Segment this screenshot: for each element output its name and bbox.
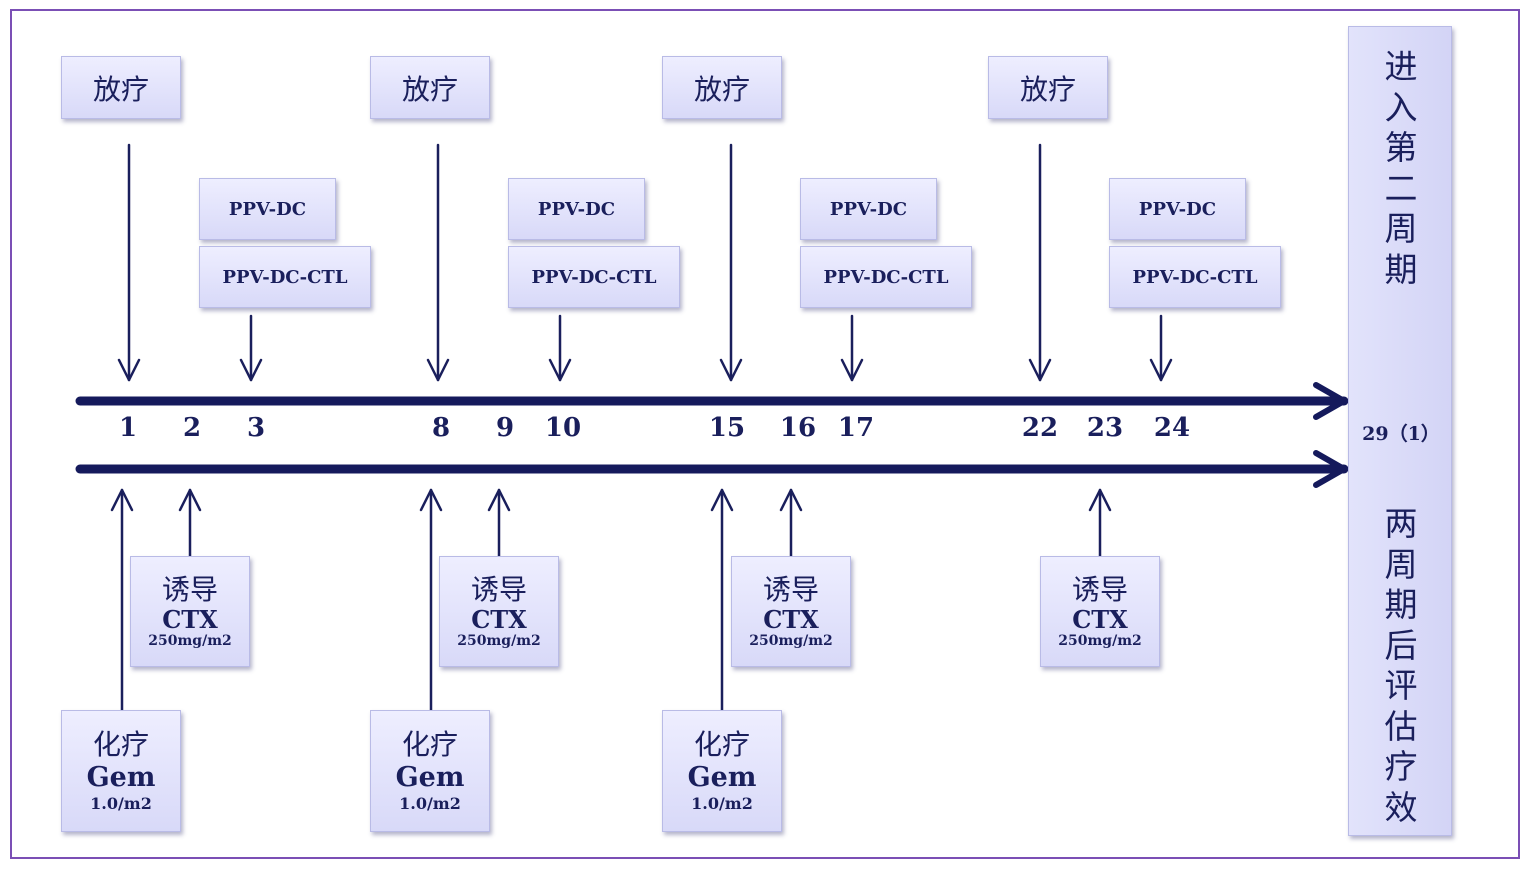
- chemo-dose: 1.0/m2: [691, 794, 753, 814]
- day-label: 23: [1086, 413, 1124, 443]
- up-arrow-day8: [419, 488, 443, 712]
- day-label: 9: [495, 413, 515, 443]
- chemo-label: 化疗: [401, 728, 458, 762]
- radiotherapy-box-day15: 放疗: [662, 56, 782, 119]
- induction-drug: CTX: [763, 604, 819, 634]
- evaluation-text: 两周期后评估疗效: [1384, 504, 1418, 827]
- ppv-dc-ctl-box-2: PPV-DC-CTL: [508, 246, 680, 308]
- ppv-dc-box-4: PPV-DC: [1109, 178, 1246, 240]
- chemo-gem-box-day15: 化疗 Gem 1.0/m2: [662, 710, 782, 832]
- day-label: 10: [544, 413, 582, 443]
- radiotherapy-label: 放疗: [693, 72, 750, 106]
- chemo-dose: 1.0/m2: [90, 794, 152, 814]
- chemo-dose: 1.0/m2: [399, 794, 461, 814]
- down-arrow-day15: [719, 143, 743, 382]
- day-label: 1: [118, 413, 138, 443]
- induction-dose: 250mg/m2: [1058, 633, 1142, 650]
- ppv-dc-box-1: PPV-DC: [199, 178, 336, 240]
- down-arrow-day1: [117, 143, 141, 382]
- timeline-upper: [75, 382, 1349, 420]
- chemo-drug: Gem: [687, 762, 757, 793]
- induction-label: 诱导: [161, 572, 218, 606]
- ppv-dc-ctl-label: PPV-DC-CTL: [531, 266, 657, 288]
- chemo-label: 化疗: [92, 728, 149, 762]
- day-label: 3: [246, 413, 266, 443]
- ppv-dc-label: PPV-DC: [1138, 198, 1217, 220]
- radiotherapy-box-day1: 放疗: [61, 56, 181, 119]
- cycle-end-panel: 进入第二周期 29（1） 两周期后评估疗效: [1348, 26, 1452, 836]
- chemo-gem-box-day1: 化疗 Gem 1.0/m2: [61, 710, 181, 832]
- induction-ctx-box-day2: 诱导 CTX 250mg/m2: [130, 556, 250, 667]
- ppv-dc-ctl-box-4: PPV-DC-CTL: [1109, 246, 1281, 308]
- radiotherapy-label: 放疗: [401, 72, 458, 106]
- radiotherapy-label: 放疗: [1019, 72, 1076, 106]
- induction-drug: CTX: [1072, 604, 1128, 634]
- induction-ctx-box-day9: 诱导 CTX 250mg/m2: [439, 556, 559, 667]
- down-arrow-day22: [1028, 143, 1052, 382]
- ppv-dc-label: PPV-DC: [228, 198, 307, 220]
- chemo-gem-box-day8: 化疗 Gem 1.0/m2: [370, 710, 490, 832]
- day-label: 15: [708, 413, 746, 443]
- down-arrow-day8: [426, 143, 450, 382]
- radiotherapy-box-day8: 放疗: [370, 56, 490, 119]
- up-arrow-day1: [110, 488, 134, 712]
- induction-ctx-box-day23: 诱导 CTX 250mg/m2: [1040, 556, 1160, 667]
- ppv-dc-label: PPV-DC: [829, 198, 908, 220]
- radiotherapy-label: 放疗: [92, 72, 149, 106]
- day-29-label: 29（1）: [1362, 423, 1440, 445]
- up-arrow-day2: [178, 488, 202, 558]
- day-label: 24: [1153, 413, 1191, 443]
- timeline-lower: [75, 450, 1349, 488]
- chemo-drug: Gem: [395, 762, 465, 793]
- down-arrow-day24: [1149, 314, 1173, 382]
- day-label: 17: [837, 413, 875, 443]
- radiotherapy-box-day22: 放疗: [988, 56, 1108, 119]
- diagram-frame: [10, 9, 1520, 859]
- up-arrow-day16: [779, 488, 803, 558]
- day-label: 2: [182, 413, 202, 443]
- induction-label: 诱导: [762, 572, 819, 606]
- chemo-label: 化疗: [693, 728, 750, 762]
- induction-drug: CTX: [471, 604, 527, 634]
- ppv-dc-label: PPV-DC: [537, 198, 616, 220]
- ppv-dc-ctl-box-1: PPV-DC-CTL: [199, 246, 371, 308]
- day-label: 16: [779, 413, 817, 443]
- ppv-dc-ctl-label: PPV-DC-CTL: [823, 266, 949, 288]
- ppv-dc-box-2: PPV-DC: [508, 178, 645, 240]
- ppv-dc-ctl-box-3: PPV-DC-CTL: [800, 246, 972, 308]
- down-arrow-day3: [239, 314, 263, 382]
- ppv-dc-ctl-label: PPV-DC-CTL: [222, 266, 348, 288]
- up-arrow-day23: [1088, 488, 1112, 558]
- ppv-dc-ctl-label: PPV-DC-CTL: [1132, 266, 1258, 288]
- induction-dose: 250mg/m2: [148, 633, 232, 650]
- up-arrow-day9: [487, 488, 511, 558]
- up-arrow-day15: [710, 488, 734, 712]
- down-arrow-day17: [840, 314, 864, 382]
- induction-ctx-box-day16: 诱导 CTX 250mg/m2: [731, 556, 851, 667]
- next-cycle-text: 进入第二周期: [1384, 47, 1418, 289]
- down-arrow-day10: [548, 314, 572, 382]
- induction-label: 诱导: [470, 572, 527, 606]
- induction-label: 诱导: [1071, 572, 1128, 606]
- day-label: 8: [431, 413, 451, 443]
- induction-dose: 250mg/m2: [457, 633, 541, 650]
- induction-dose: 250mg/m2: [749, 633, 833, 650]
- day-label: 22: [1021, 413, 1059, 443]
- ppv-dc-box-3: PPV-DC: [800, 178, 937, 240]
- induction-drug: CTX: [162, 604, 218, 634]
- chemo-drug: Gem: [86, 762, 156, 793]
